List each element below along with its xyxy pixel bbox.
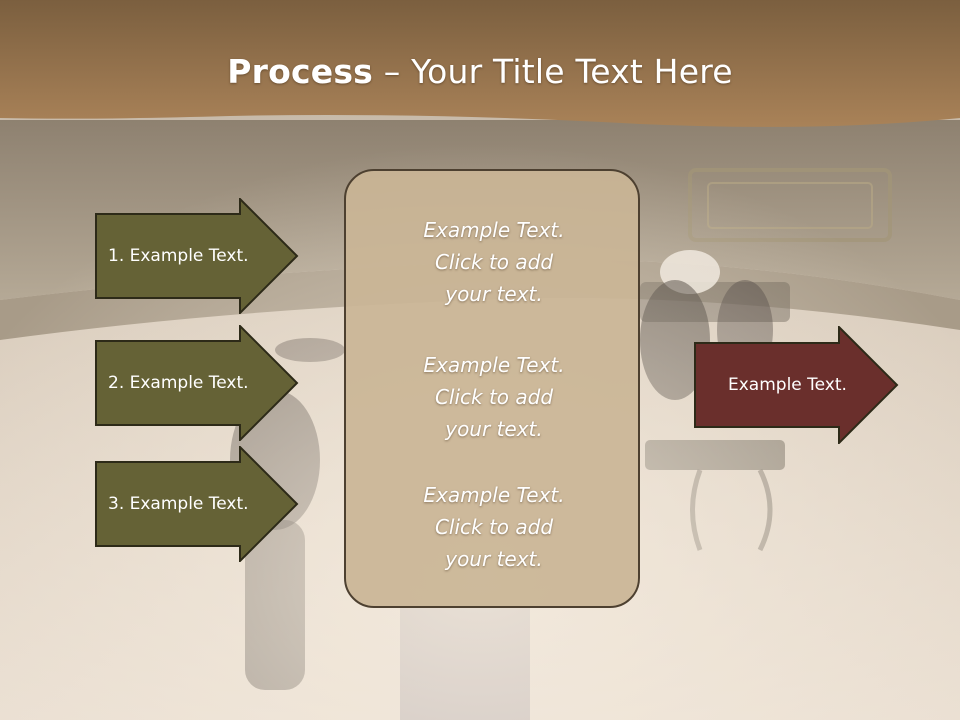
arrow-shape	[95, 198, 299, 314]
arrow-shape	[694, 326, 899, 444]
arrow-label-1: 1. Example Text.	[108, 246, 249, 266]
process-arrow-1: 1. Example Text.	[95, 198, 300, 314]
arrow-label-2: 2. Example Text.	[108, 373, 249, 393]
title-rest: – Your Title Text Here	[373, 52, 733, 91]
title-band	[0, 0, 960, 127]
process-arrow-2: 2. Example Text.	[95, 325, 300, 441]
process-arrow-3: 3. Example Text.	[95, 446, 300, 562]
center-line: Example Text.	[423, 353, 565, 377]
center-text-block-1: Example Text. Click to add your text.	[346, 214, 642, 310]
center-line: your text.	[445, 547, 543, 571]
arrow-label-3: 3. Example Text.	[108, 494, 249, 514]
center-text-block-3: Example Text. Click to add your text.	[346, 479, 642, 575]
output-arrow: Example Text.	[694, 326, 900, 444]
center-text-block-2: Example Text. Click to add your text.	[346, 349, 642, 445]
center-line: Click to add	[434, 250, 554, 274]
output-arrow-label: Example Text.	[728, 375, 847, 395]
center-text-box[interactable]: Example Text. Click to add your text. Ex…	[344, 169, 640, 608]
title-bold: Process	[227, 52, 374, 91]
center-line: your text.	[445, 417, 543, 441]
center-line: your text.	[445, 282, 543, 306]
center-line: Example Text.	[423, 218, 565, 242]
arrow-shape	[95, 325, 299, 441]
page-title: Process – Your Title Text Here	[0, 52, 960, 91]
center-line: Click to add	[434, 385, 554, 409]
center-line: Click to add	[434, 515, 554, 539]
center-line: Example Text.	[423, 483, 565, 507]
arrow-shape	[95, 446, 299, 562]
